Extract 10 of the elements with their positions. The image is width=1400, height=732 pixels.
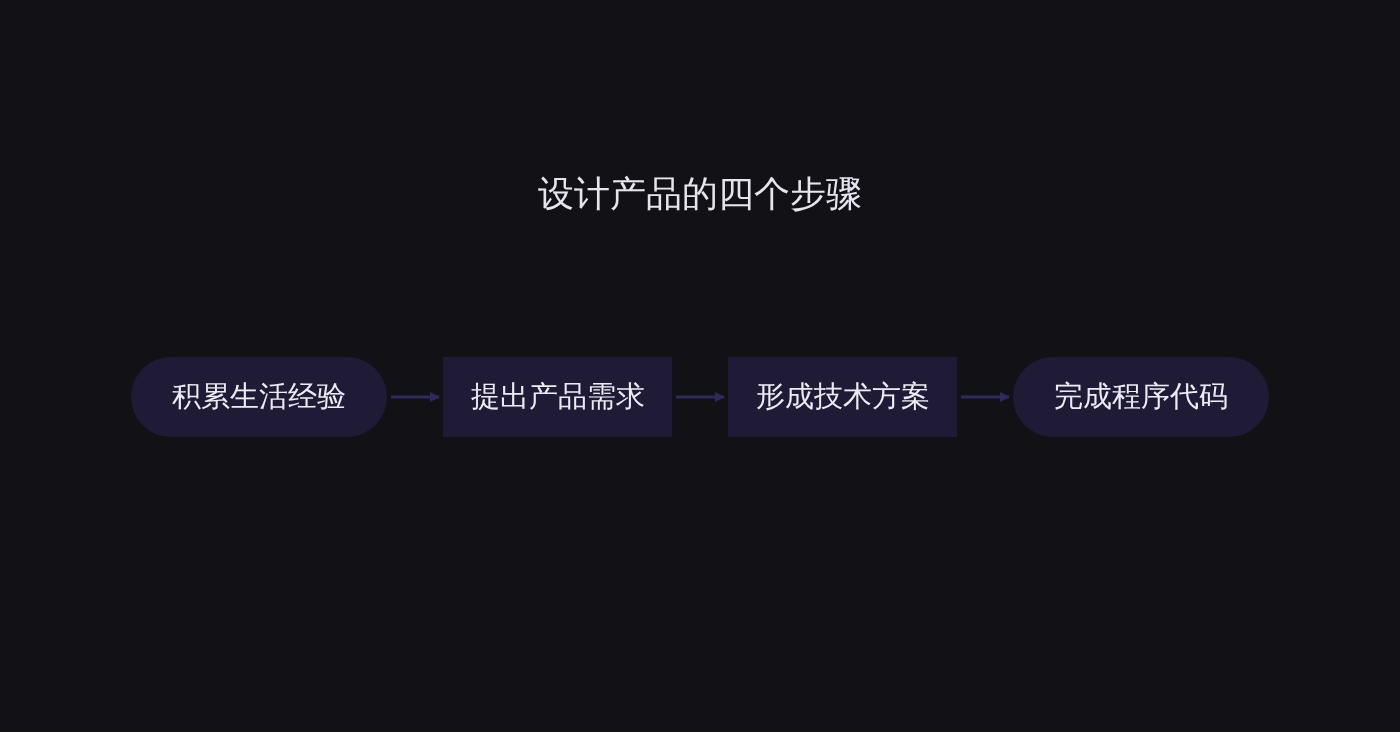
arrow <box>961 392 1010 402</box>
step-label: 积累生活经验 <box>172 378 346 415</box>
process-box <box>443 357 672 437</box>
diagram-title: 设计产品的四个步骤 <box>537 172 863 216</box>
step-label: 完成程序代码 <box>1054 378 1228 415</box>
arrow <box>391 392 440 402</box>
arrow <box>676 392 725 402</box>
step-label: 提出产品需求 <box>470 378 645 415</box>
step-label: 形成技术方案 <box>755 378 930 415</box>
process-box <box>728 357 957 437</box>
